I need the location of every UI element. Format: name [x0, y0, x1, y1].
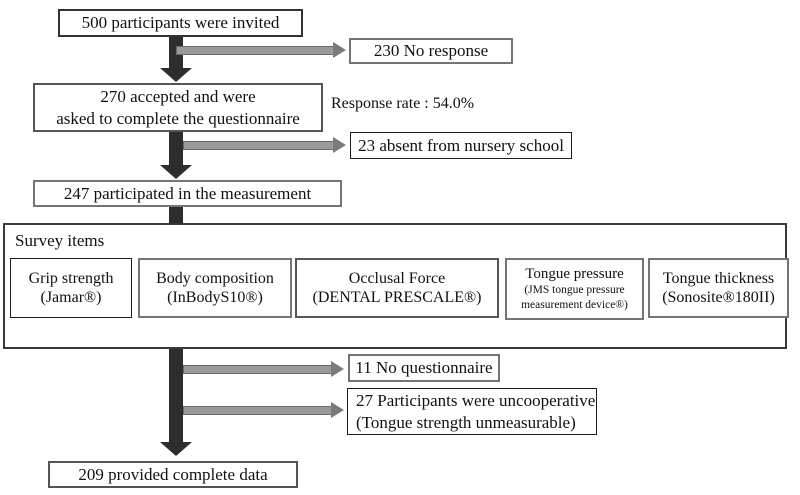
box-no-response: 230 No response — [349, 38, 513, 64]
box-complete-data: 209 provided complete data — [48, 461, 298, 488]
tongue-thickness-line2: (Sonosite®180II) — [662, 289, 775, 306]
connector-measurement-survey — [169, 207, 183, 224]
box-measurement: 247 participated in the measurement — [33, 180, 342, 207]
body-composition-line1: Body composition — [156, 269, 274, 287]
branch-arrow-absent-shaft — [183, 141, 335, 150]
box-absent: 23 absent from nursery school — [350, 132, 572, 159]
tongue-pressure-line2: (JMS tongue pressure — [524, 284, 625, 297]
down-arrow-3-shaft — [169, 349, 183, 442]
branch-arrow-uncooperative-head — [331, 402, 344, 418]
survey-item-tongue-pressure: Tongue pressure (JMS tongue pressure mea… — [505, 258, 644, 320]
box-no-questionnaire-label: 11 No questionnaire — [355, 358, 493, 378]
down-arrow-2-head — [160, 165, 192, 179]
tongue-thickness-line1: Tongue thickness — [662, 269, 775, 287]
box-invited-label: 500 participants were invited — [81, 13, 280, 33]
grip-strength-line1: Grip strength — [28, 269, 114, 287]
down-arrow-3-head — [160, 442, 192, 456]
box-no-questionnaire: 11 No questionnaire — [348, 354, 500, 382]
branch-arrow-no-questionnaire-head — [331, 361, 344, 377]
survey-items-title: Survey items — [15, 231, 105, 250]
response-rate-text: Response rate : 54.0% — [331, 95, 475, 112]
box-no-response-label: 230 No response — [373, 41, 489, 61]
survey-item-occlusal-force: Occlusal Force (DENTAL PRESCALE®) — [295, 258, 499, 318]
occlusal-force-line2: (DENTAL PRESCALE®) — [312, 289, 482, 306]
down-arrow-1-head — [160, 68, 192, 82]
body-composition-line2: (InBodyS10®) — [167, 289, 263, 306]
grip-strength-line2: (Jamar®) — [40, 289, 102, 306]
box-accepted-line1: 270 accepted and were — [100, 87, 256, 107]
box-uncooperative-line2: (Tongue strength unmeasurable) — [356, 412, 576, 432]
tongue-pressure-line3: measurement device®) — [521, 299, 628, 311]
tongue-pressure-line1: Tongue pressure — [525, 266, 624, 283]
occlusal-force-line1: Occlusal Force — [348, 269, 446, 287]
box-accepted: 270 accepted and were asked to complete … — [33, 83, 323, 132]
survey-item-tongue-thickness: Tongue thickness (Sonosite®180II) — [648, 258, 789, 318]
down-arrow-2-shaft — [169, 132, 183, 165]
survey-items-box: Survey items Grip strength (Jamar®) Body… — [3, 223, 789, 349]
branch-arrow-no-questionnaire-shaft — [183, 365, 333, 374]
box-measurement-label: 247 participated in the measurement — [63, 183, 312, 203]
box-invited: 500 participants were invited — [58, 9, 303, 37]
branch-arrow-no-response-head — [333, 42, 346, 58]
box-complete-data-label: 209 provided complete data — [78, 464, 268, 484]
box-accepted-line2: asked to complete the questionnaire — [56, 108, 300, 128]
box-absent-label: 23 absent from nursery school — [358, 135, 564, 155]
box-uncooperative-line1: 27 Participants were uncooperative — [356, 391, 596, 411]
branch-arrow-uncooperative-shaft — [183, 406, 333, 415]
survey-item-body-composition: Body composition (InBodyS10®) — [138, 258, 292, 318]
survey-item-grip-strength: Grip strength (Jamar®) — [10, 258, 132, 318]
box-uncooperative: 27 Participants were uncooperative (Tong… — [347, 388, 597, 435]
branch-arrow-no-response-shaft — [176, 46, 335, 55]
branch-arrow-absent-head — [333, 137, 346, 153]
